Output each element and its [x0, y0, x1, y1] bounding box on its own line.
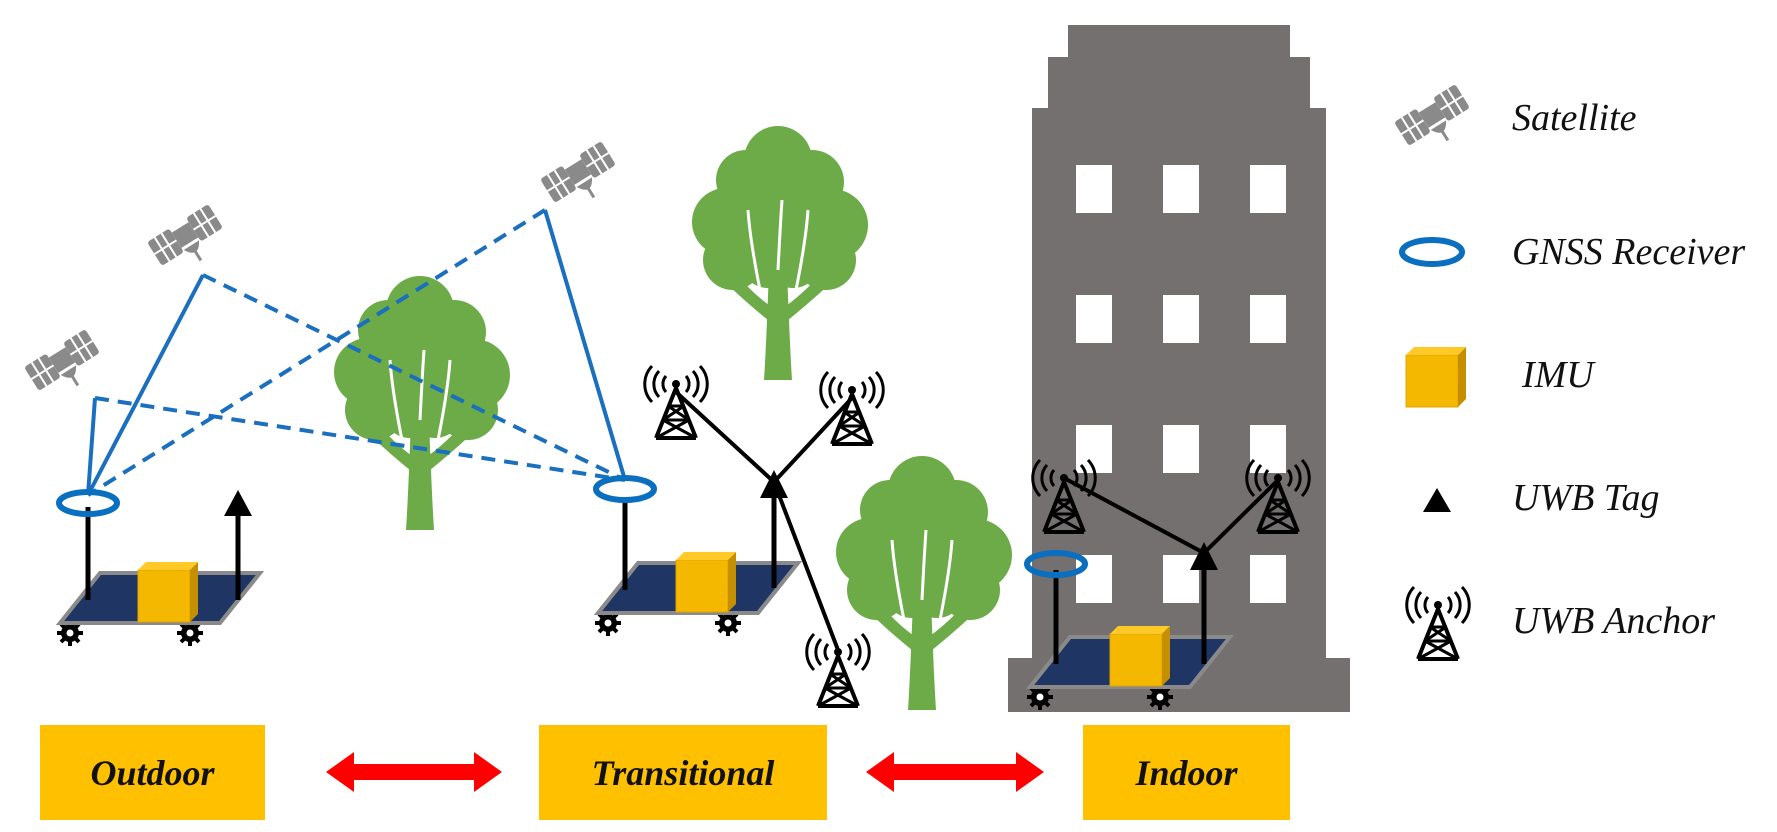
tree-transitional-front: [834, 454, 1014, 712]
gnss-receiver-icon: [1024, 550, 1088, 578]
gnss-links-solid: [86, 209, 627, 496]
satellite-icon: [22, 327, 110, 407]
indoor-box: [1083, 725, 1290, 820]
uwb-links: [674, 390, 1280, 651]
platform-indoor: [1024, 542, 1230, 710]
legend-imu-icon: [1405, 346, 1467, 408]
double-arrow-icon: [866, 752, 1044, 792]
legend-satellite-icon: [1392, 82, 1480, 162]
legend-uwb-anchor-label: UWB Anchor: [1512, 600, 1715, 642]
legend-uwb-tag-icon: [1423, 488, 1451, 512]
gnss-links-dashed: [86, 208, 626, 497]
gnss-receiver-icon: [56, 489, 120, 517]
platform-outdoor: [56, 489, 260, 646]
uwb-anchor-icon: [818, 370, 886, 446]
legend-imu-label: IMU: [1522, 354, 1594, 396]
tree-outdoor: [332, 274, 512, 532]
uwb-anchor-icon: [642, 364, 710, 440]
building-icon: [1008, 25, 1350, 712]
uwb-tag-icon: [1190, 542, 1218, 570]
outdoor-label: Outdoor: [90, 752, 215, 793]
legend-gnss-receiver-icon: [1399, 237, 1465, 267]
legend-uwb-anchor-icon: [1404, 585, 1472, 661]
gnss-receiver-icon: [593, 475, 657, 503]
uwb-tag-icon: [760, 470, 788, 498]
transitional-box: [539, 725, 827, 820]
imu-cube-icon: [137, 561, 199, 623]
legend-satellite-label: Satellite: [1512, 97, 1637, 139]
imu-cube-icon: [675, 551, 737, 613]
uwb-tag-icon: [224, 490, 252, 516]
legend-uwb-tag-label: UWB Tag: [1512, 477, 1660, 519]
double-arrow-icon: [326, 752, 502, 792]
satellite-icon: [538, 139, 626, 219]
satellite-icon: [145, 202, 233, 282]
transitional-label: Transitional: [591, 752, 775, 793]
outdoor-box: [40, 725, 265, 820]
legend-gnss-receiver-label: GNSS Receiver: [1512, 231, 1746, 273]
imu-cube-icon: [1109, 625, 1171, 687]
tree-transitional-back: [690, 124, 870, 382]
indoor-label: Indoor: [1135, 752, 1238, 793]
platform-transitional: [593, 470, 798, 636]
